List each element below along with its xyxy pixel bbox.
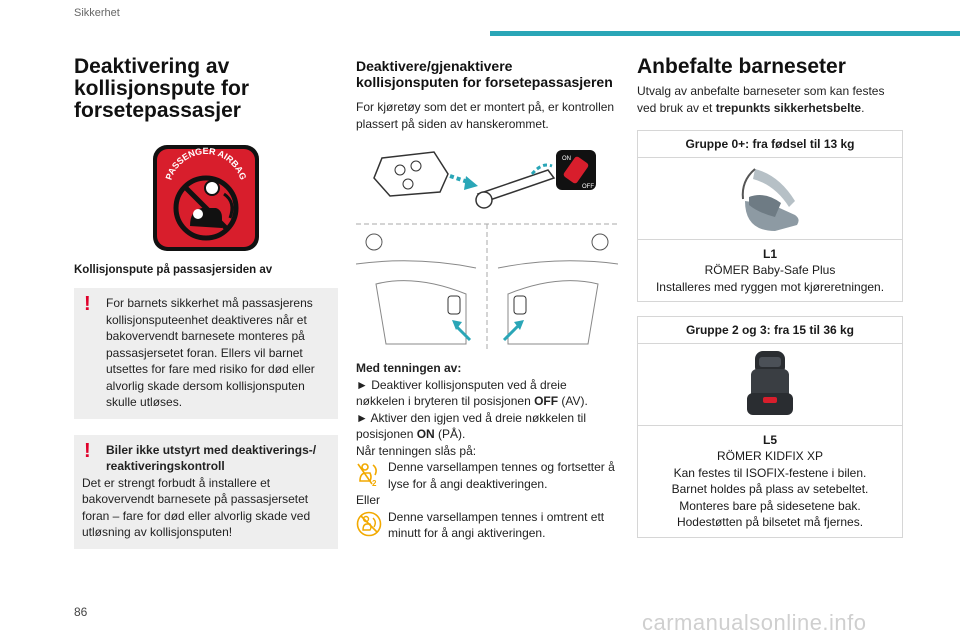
key-blade-icon bbox=[475, 169, 556, 209]
warning-box-child-safety: ! For barnets sikkerhet må passasjerens … bbox=[74, 288, 338, 419]
page-number: 86 bbox=[74, 605, 88, 619]
section-title: Deaktivere/gjenaktivere kollisjonsputen … bbox=[356, 58, 613, 90]
ignition-on-label: Når tenningen slås på: bbox=[356, 443, 477, 458]
step-reactivate: ► Aktiver den igjen ved å dreie nøkkelen… bbox=[356, 410, 586, 442]
key-switch-illustration: ON OFF bbox=[355, 144, 619, 352]
intro-text: For kjøretøy som det er montert på, er k… bbox=[356, 100, 615, 131]
exclamation-icon: ! bbox=[84, 293, 91, 315]
header-section-label: Sikkerhet bbox=[74, 7, 120, 19]
seat-description: L5 RÖMER KIDFIX XP Kan festes til ISOFIX… bbox=[638, 426, 902, 537]
airbag-off-lamp-icon: 2 bbox=[356, 461, 382, 488]
svg-text:2: 2 bbox=[372, 479, 377, 487]
seat-code: L1 bbox=[762, 246, 777, 261]
image-caption: Kollisjonspute på passasjersiden av bbox=[74, 264, 273, 276]
watermark: carmanualsonline.info bbox=[642, 610, 867, 635]
seat-line: Hodestøtten på bilsetet må fjernes. bbox=[676, 515, 864, 529]
step-deactivate: ► Deaktiver kollisjonsputen ved å dreie … bbox=[356, 377, 588, 409]
seat-line: RÖMER Baby-Safe Plus bbox=[704, 263, 836, 277]
warning-title: Biler ikke utstyrt med deaktiverings-/ r… bbox=[106, 442, 317, 474]
or-label: Eller bbox=[356, 493, 381, 507]
dashboard-right-illustration bbox=[497, 233, 619, 345]
seat-description: L1 RÖMER Baby-Safe Plus Installeres med … bbox=[638, 240, 902, 302]
seat-card-l1: Gruppe 0+: fra fødsel til 13 kg L1 RÖMER… bbox=[637, 130, 903, 302]
column-recommended-seats: Anbefalte barneseter Utvalg av anbefalte… bbox=[637, 56, 903, 538]
airbag-on-lamp-icon bbox=[356, 511, 382, 537]
lamp-row-activated: Denne varsellampen tennes i omtrent ett … bbox=[356, 509, 618, 542]
exclamation-icon: ! bbox=[84, 439, 91, 462]
section-title: Anbefalte barneseter bbox=[637, 55, 846, 78]
page-title: Deaktivering av kollisjonspute for forse… bbox=[74, 55, 250, 122]
key-fob-icon bbox=[373, 151, 449, 197]
seat-group: Gruppe 2 og 3: fra 15 til 36 kg bbox=[638, 317, 902, 344]
airbag-warning-label-image: PASSENGER AIRBAG bbox=[152, 144, 260, 252]
dashboard-left-illustration bbox=[355, 233, 477, 345]
seat-code: L5 bbox=[762, 432, 777, 447]
airbag-switch-icon: ON OFF bbox=[556, 150, 596, 190]
warning-box-no-control: ! Biler ikke utstyrt med deaktiverings-/… bbox=[74, 434, 338, 549]
seat-line: Kan festes til ISOFIX-festene i bilen. bbox=[673, 465, 867, 480]
warning-text: For barnets sikkerhet må passasjerens ko… bbox=[106, 296, 315, 409]
svg-text:OFF: OFF bbox=[582, 184, 594, 190]
seat-line: RÖMER KIDFIX XP bbox=[716, 449, 823, 463]
ignition-off-label: Med tenningen av: bbox=[356, 361, 462, 375]
seat-line: Monteres bare på sidesetene bak. bbox=[679, 498, 861, 513]
column-airbag-deactivation: Deaktivering av kollisjonspute for forse… bbox=[74, 56, 338, 549]
lamp-activated-text: Denne varsellampen tennes i omtrent ett … bbox=[388, 509, 605, 541]
seat-card-l5: Gruppe 2 og 3: fra 15 til 36 kg L5 RÖMER… bbox=[637, 316, 903, 538]
baby-seat-image bbox=[638, 158, 902, 240]
lamp-deactivated-text: Denne varsellampen tennes og fortsetter … bbox=[388, 460, 615, 491]
seat-line: Barnet holdes på plass av setebeltet. bbox=[671, 482, 869, 496]
lamp-row-deactivated: 2 Denne varsellampen tennes og fortsette… bbox=[356, 459, 618, 492]
svg-text:ON: ON bbox=[562, 156, 571, 162]
warning-text: Det er strengt forbudt å installere et b… bbox=[82, 475, 311, 540]
seat-line: Installeres med ryggen mot kjøreretninge… bbox=[655, 279, 885, 294]
booster-seat-image bbox=[638, 344, 902, 426]
intro-text: Utvalg av anbefalte barneseter som kan f… bbox=[637, 84, 885, 115]
column-deactivate-reactivate: Deaktivere/gjenaktivere kollisjonsputen … bbox=[355, 58, 619, 542]
seat-group: Gruppe 0+: fra fødsel til 13 kg bbox=[638, 131, 902, 158]
header-accent-bar bbox=[490, 31, 960, 36]
